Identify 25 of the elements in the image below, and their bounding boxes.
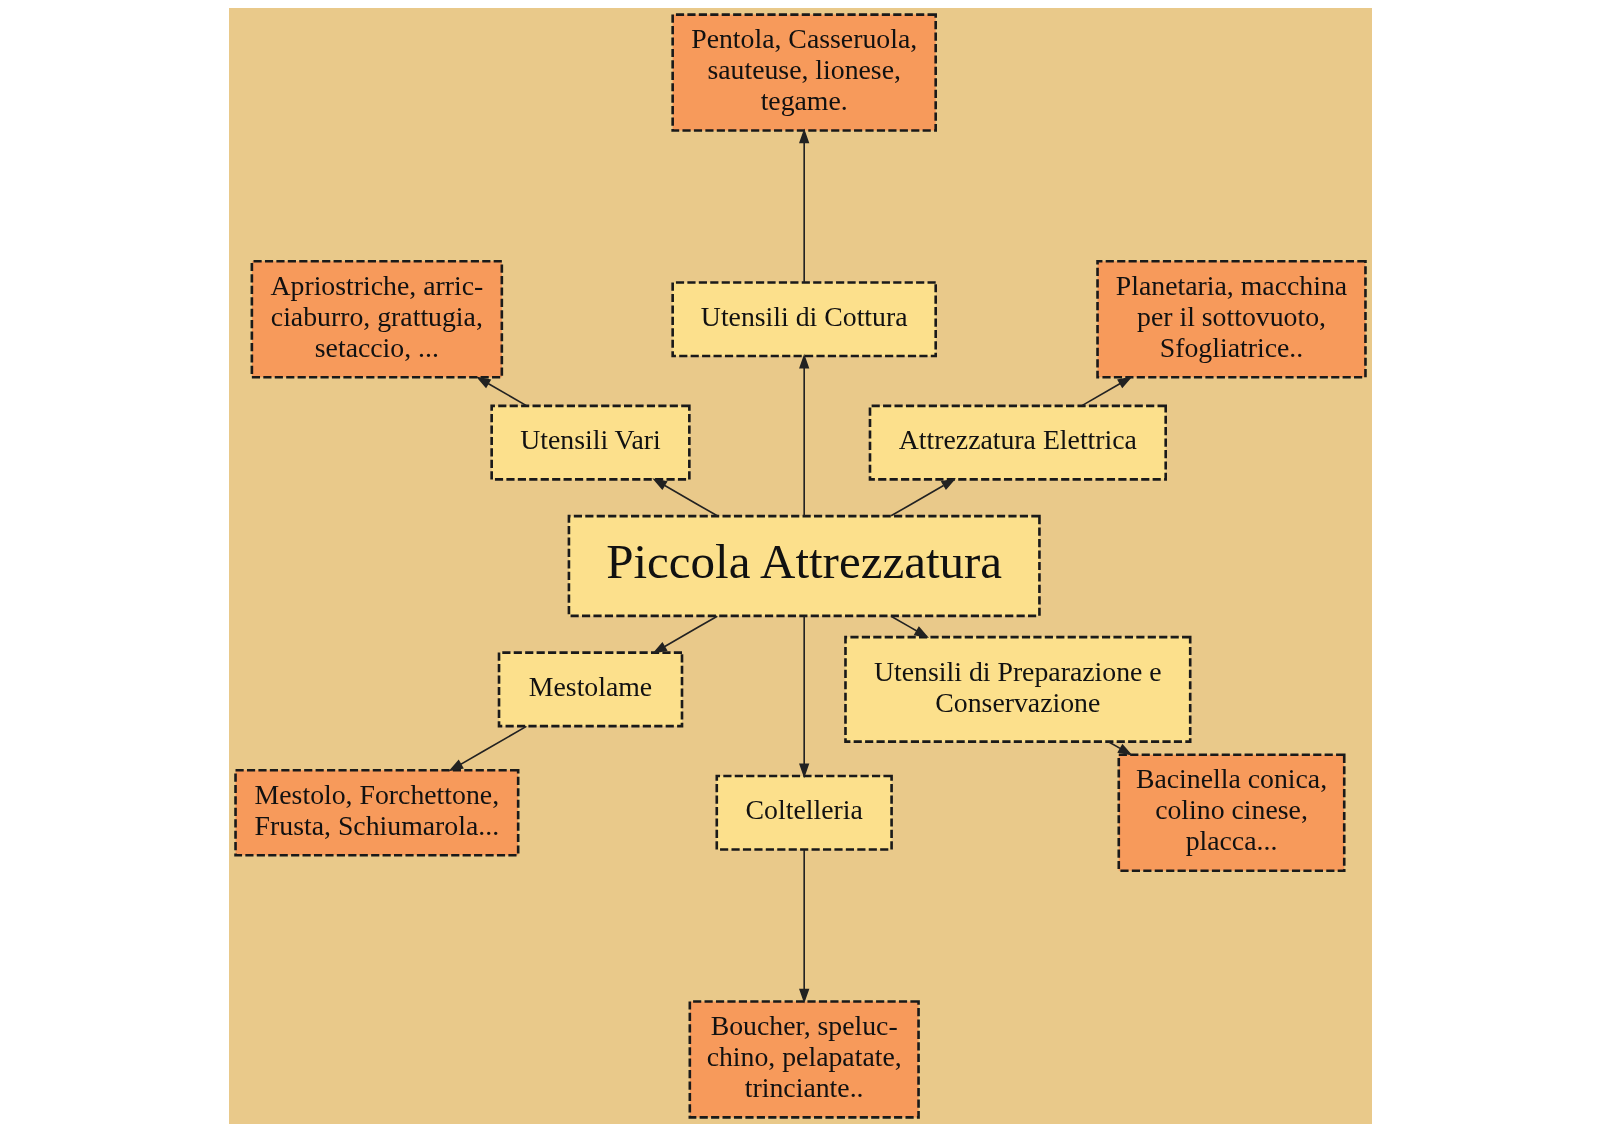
arrow: [651, 478, 718, 517]
node-box: Planetaria, macchina per il sottovuoto, Sfogliatrice..: [1095, 259, 1367, 379]
node-box: Attrezzatura Elettrica: [868, 404, 1167, 481]
node-box: Pentola, Casseruola, sauteuse, lionese, tegame.: [670, 13, 937, 132]
node-box: Mestolo, Forchettone, Frusta, Schiumarola...: [233, 768, 519, 857]
arrow: [475, 376, 527, 407]
node-box: Utensili di Preparazione e Conservazione: [843, 635, 1191, 743]
node-box: Utensili Vari: [489, 404, 691, 481]
node-box: Boucher, speluc- chino, pelapatate, trinciante..: [688, 1000, 920, 1119]
node-box: Apriostriche, arric- ciaburro, grattugia, setaccio, ...: [250, 259, 503, 379]
node-box: Mestolame: [497, 651, 683, 728]
arrow: [1080, 376, 1132, 407]
arrow: [889, 478, 956, 517]
node-box: Coltelleria: [714, 774, 893, 851]
arrow: [798, 353, 809, 517]
arrow: [1107, 740, 1133, 756]
arrow: [798, 848, 809, 1004]
arrow: [889, 615, 929, 639]
node-box: Utensili di Cottura: [670, 281, 937, 358]
node-box: Bacinella conica, colino cinese, placca...: [1116, 753, 1346, 872]
arrow: [798, 615, 809, 779]
arrow: [651, 615, 718, 654]
arrow: [798, 128, 809, 284]
arrow: [448, 725, 527, 772]
node-box: Piccola Attrezzatura: [567, 514, 1041, 618]
